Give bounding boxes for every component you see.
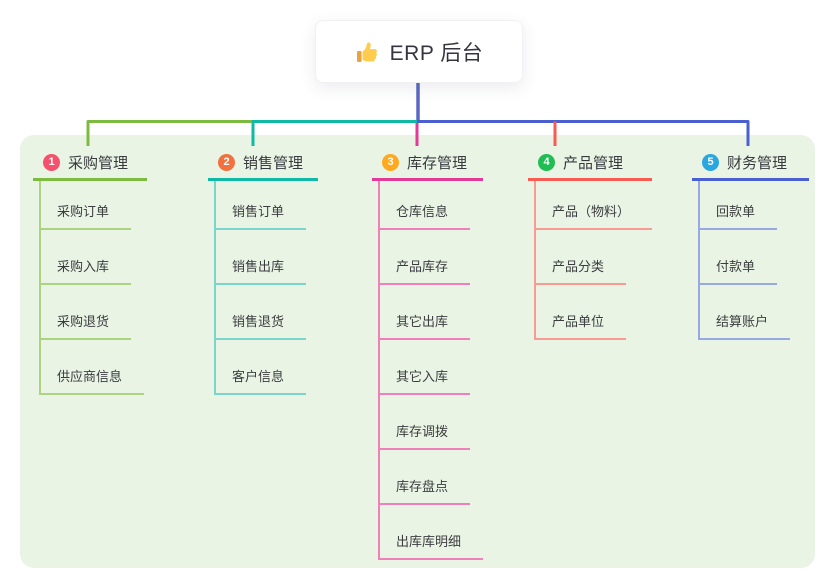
branch-column: 4 产品管理 产品（物料） 产品分类产品单位	[528, 147, 653, 340]
child-node-label: 其它入库	[396, 369, 449, 384]
branch-number-badge: 1	[43, 154, 60, 171]
branch-label: 库存管理	[407, 155, 468, 172]
mindmap-child-node[interactable]: 结算账户	[700, 285, 791, 340]
mindmap-child-node[interactable]: 采购退货	[41, 285, 132, 340]
mindmap-child-node[interactable]: 产品分类	[536, 230, 627, 285]
branch-children: 采购订单采购入库采购退货供应商信息	[39, 181, 147, 395]
child-node-label: 客户信息	[232, 369, 285, 384]
mindmap-child-node[interactable]: 库存调拨	[380, 395, 471, 450]
branch-node[interactable]: 1 采购管理	[33, 147, 147, 181]
branch-children: 回款单付款单结算账户	[698, 181, 809, 340]
mindmap-child-node[interactable]: 产品库存	[380, 230, 471, 285]
branch-node[interactable]: 4 产品管理	[528, 147, 653, 181]
child-node-label: 采购入库	[57, 259, 110, 274]
branch-number-badge: 5	[702, 154, 719, 171]
child-node-label: 产品分类	[552, 259, 605, 274]
branch-column: 5 财务管理 回款单付款单结算账户	[692, 147, 809, 340]
branch-node[interactable]: 2 销售管理	[208, 147, 318, 181]
child-node-label: 结算账户	[716, 314, 769, 329]
child-node-label: 销售出库	[232, 259, 285, 274]
branch-node[interactable]: 3 库存管理	[372, 147, 484, 181]
child-node-label: 销售退货	[232, 314, 285, 329]
branch-label: 财务管理	[727, 155, 788, 172]
mindmap-child-node[interactable]: 产品（物料）	[536, 181, 653, 230]
mindmap-child-node[interactable]: 付款单	[700, 230, 778, 285]
root-node-erp[interactable]: ERP 后台	[315, 20, 523, 83]
mindmap-child-node[interactable]: 产品单位	[536, 285, 627, 340]
mindmap-child-node[interactable]: 采购入库	[41, 230, 132, 285]
mindmap-child-node[interactable]: 库存盘点	[380, 450, 471, 505]
branch-label: 销售管理	[243, 155, 304, 172]
branch-number-badge: 2	[218, 154, 235, 171]
mindmap-child-node[interactable]: 销售订单	[216, 181, 307, 230]
branch-number-badge: 4	[538, 154, 555, 171]
mindmap-child-node[interactable]: 客户信息	[216, 340, 307, 395]
branch-column: 2 销售管理 销售订单销售出库销售退货客户信息	[208, 147, 318, 395]
child-node-label: 采购订单	[57, 204, 110, 219]
branch-children: 产品（物料） 产品分类产品单位	[534, 181, 653, 340]
mindmap-child-node[interactable]: 销售退货	[216, 285, 307, 340]
mindmap-child-node[interactable]: 供应商信息	[41, 340, 145, 395]
branch-column: 1 采购管理 采购订单采购入库采购退货供应商信息	[33, 147, 147, 395]
child-node-label: 其它出库	[396, 314, 449, 329]
thumbs-up-icon	[356, 42, 377, 62]
branch-label: 产品管理	[563, 155, 624, 172]
child-node-label: 库存调拨	[396, 424, 449, 439]
branch-number-badge: 3	[382, 154, 399, 171]
child-node-label: 采购退货	[57, 314, 110, 329]
mindmap-child-node[interactable]: 仓库信息	[380, 181, 471, 230]
mindmap-child-node[interactable]: 其它出库	[380, 285, 471, 340]
child-node-label: 仓库信息	[396, 204, 449, 219]
mindmap-child-node[interactable]: 采购订单	[41, 181, 132, 230]
child-node-label: 产品库存	[396, 259, 449, 274]
branch-children: 仓库信息产品库存其它出库其它入库库存调拨库存盘点出库库明细	[378, 181, 484, 560]
mindmap-background-panel	[20, 135, 815, 568]
branch-label: 采购管理	[68, 155, 129, 172]
child-node-label: 付款单	[716, 259, 756, 274]
branch-children: 销售订单销售出库销售退货客户信息	[214, 181, 318, 395]
child-node-label: 出库库明细	[396, 534, 462, 549]
child-node-label: 供应商信息	[57, 369, 123, 384]
mindmap-child-node[interactable]: 出库库明细	[380, 505, 484, 560]
mindmap-child-node[interactable]: 其它入库	[380, 340, 471, 395]
branch-column: 3 库存管理 仓库信息产品库存其它出库其它入库库存调拨库存盘点出库库明细	[372, 147, 484, 560]
mindmap-child-node[interactable]: 回款单	[700, 181, 778, 230]
mindmap-child-node[interactable]: 销售出库	[216, 230, 307, 285]
branch-node[interactable]: 5 财务管理	[692, 147, 809, 181]
child-node-label: 库存盘点	[396, 479, 449, 494]
child-node-label: 产品（物料）	[552, 204, 631, 219]
child-node-label: 回款单	[716, 204, 756, 219]
root-node-title: ERP 后台	[389, 41, 484, 65]
child-node-label: 产品单位	[552, 314, 605, 329]
child-node-label: 销售订单	[232, 204, 285, 219]
